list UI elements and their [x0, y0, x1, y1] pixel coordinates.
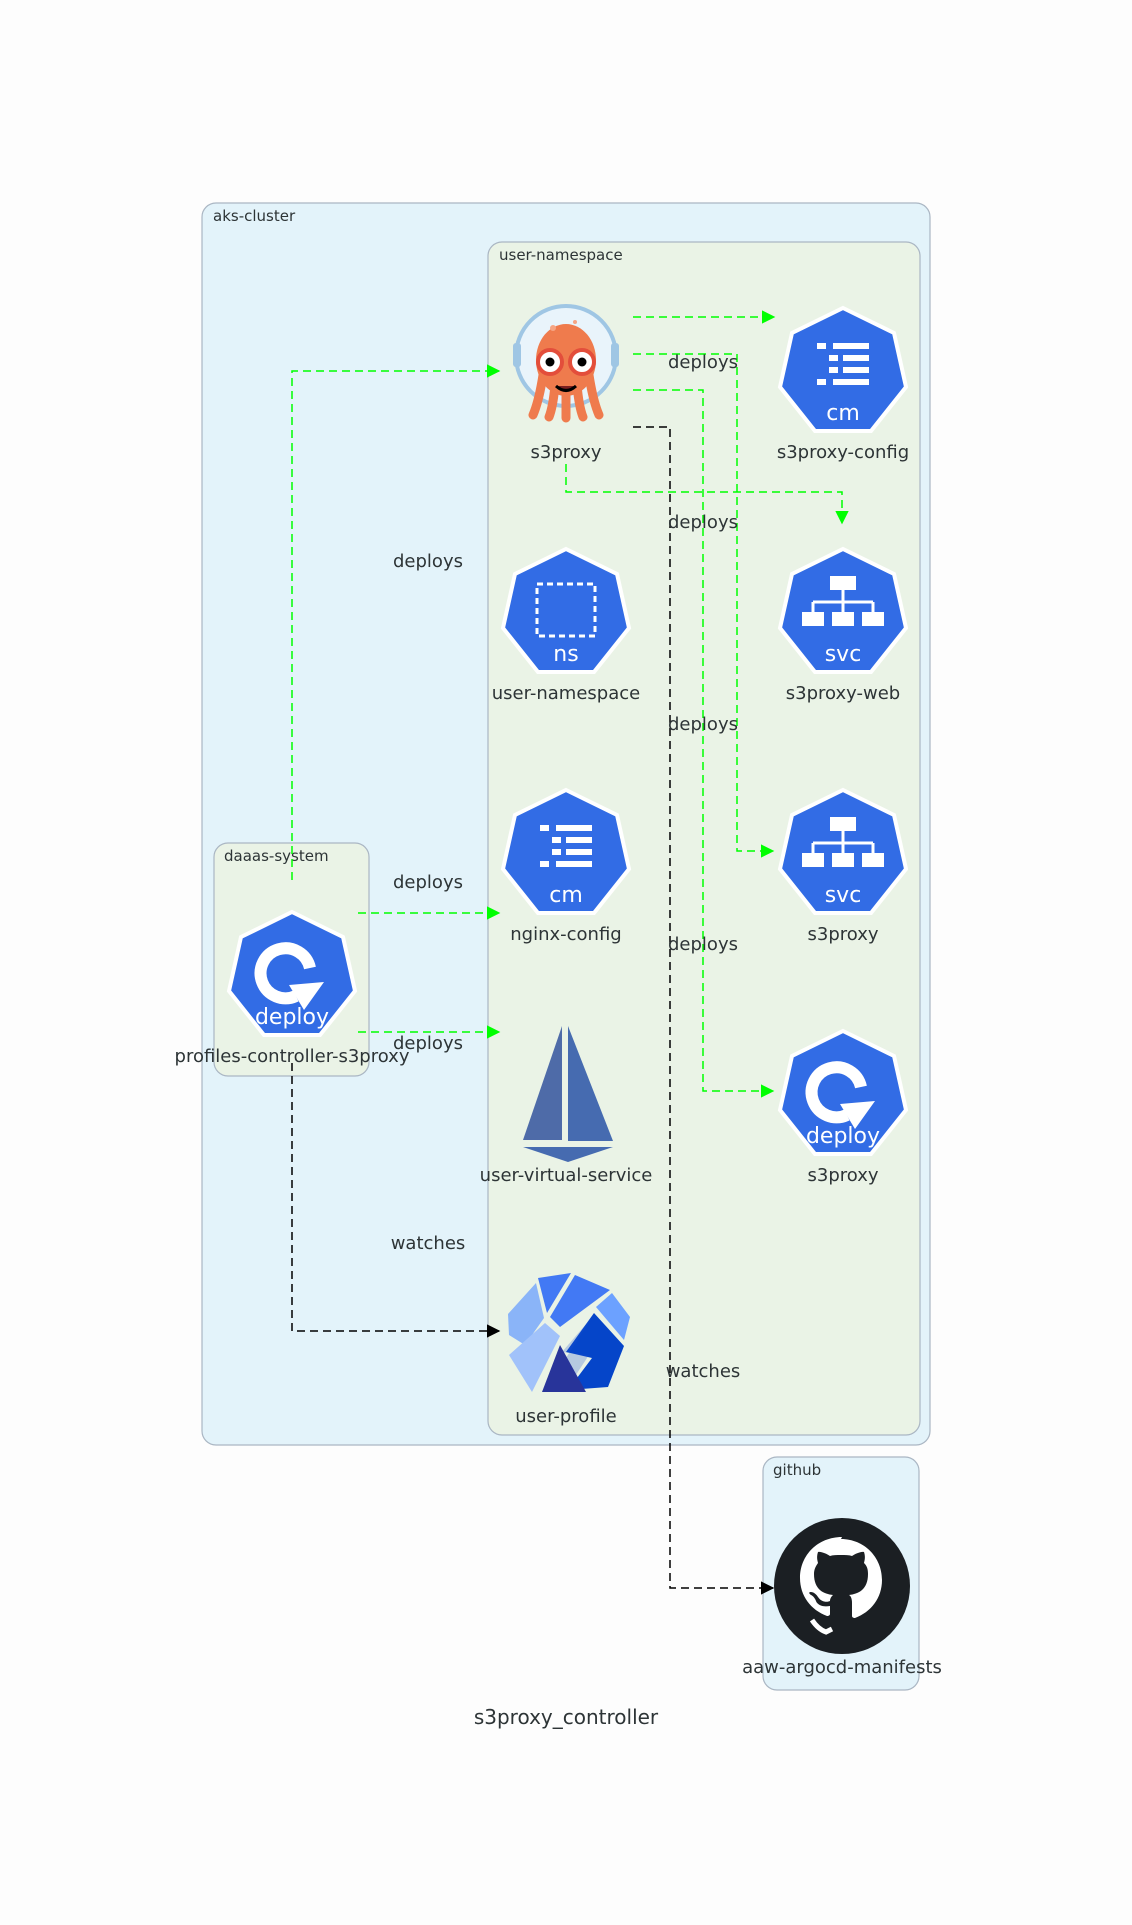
- edge-argo-to-deploy-s3proxy: [633, 389, 775, 1098]
- configmap-s3proxy-config-node[interactable]: cm s3proxy-config: [777, 306, 909, 463]
- service-icon: svc: [778, 788, 908, 915]
- deployment-s3proxy-node[interactable]: deploy s3proxy: [778, 1029, 908, 1186]
- service-s3proxy-label: s3proxy: [807, 924, 878, 945]
- configmap-s3proxy-config-label: s3proxy-config: [777, 442, 909, 463]
- namespace-icon: ns: [501, 547, 631, 674]
- svg-text:svc: svc: [825, 883, 862, 908]
- edge-label-deploys-5: deploys: [393, 872, 463, 893]
- deployment-s3proxy-label: s3proxy: [807, 1165, 878, 1186]
- istio-virtual-service-node[interactable]: user-virtual-service: [480, 1026, 653, 1186]
- argo-node[interactable]: s3proxy: [513, 304, 619, 463]
- configmap-nginx-config-node[interactable]: cm nginx-config: [501, 788, 631, 945]
- namespace-user-namespace-node[interactable]: ns user-namespace: [492, 547, 640, 704]
- deployment-icon: deploy: [778, 1029, 908, 1156]
- edge-argo-watches-github: [633, 426, 775, 1595]
- configmap-icon: cm: [501, 788, 631, 915]
- service-icon: svc: [778, 547, 908, 674]
- edge-controller-to-argo: [291, 364, 501, 880]
- edge-label-watches-2: watches: [666, 1361, 741, 1382]
- namespace-user-namespace-label: user-namespace: [492, 683, 640, 704]
- svg-text:cm: cm: [549, 883, 583, 908]
- svg-text:cm: cm: [826, 401, 860, 426]
- edge-label-deploys-2: deploys: [668, 512, 738, 533]
- edge-label-deploys-4: deploys: [668, 714, 738, 735]
- edge-label-deploys-1: deploys: [668, 352, 738, 373]
- edge-argo-to-svc-s3proxy: [633, 353, 775, 858]
- service-s3proxy-web-node[interactable]: svc s3proxy-web: [778, 547, 908, 704]
- deployment-icon: deploy: [227, 910, 357, 1037]
- edge-label-deploys-3: deploys: [393, 551, 463, 572]
- kubeflow-profile-node[interactable]: user-profile: [508, 1273, 630, 1427]
- svg-text:deploy: deploy: [255, 1005, 329, 1030]
- edge-label-watches-1: watches: [391, 1233, 466, 1254]
- kubeflow-profile-label: user-profile: [515, 1406, 616, 1427]
- svg-text:ns: ns: [553, 642, 578, 667]
- service-s3proxy-web-label: s3proxy-web: [786, 683, 900, 704]
- service-s3proxy-node[interactable]: svc s3proxy: [778, 788, 908, 945]
- edge-argo-to-svc-web: [565, 464, 849, 525]
- svg-text:deploy: deploy: [806, 1124, 880, 1149]
- istio-virtual-service-label: user-virtual-service: [480, 1165, 653, 1186]
- argo-node-label: s3proxy: [530, 442, 601, 463]
- deployment-profiles-controller-label: profiles-controller-s3proxy: [175, 1046, 410, 1067]
- configmap-icon: cm: [778, 306, 908, 433]
- github-repo-node[interactable]: aaw-argocd-manifests: [742, 1518, 942, 1678]
- svg-text:svc: svc: [825, 642, 862, 667]
- deployment-profiles-controller-node[interactable]: deploy profiles-controller-s3proxy: [175, 910, 410, 1067]
- edge-controller-watches-profile: [291, 1063, 501, 1338]
- github-icon: [774, 1518, 910, 1654]
- cluster-github-label: github: [773, 1461, 821, 1479]
- github-repo-label: aaw-argocd-manifests: [742, 1657, 942, 1678]
- argocd-octopus-icon: [513, 304, 619, 423]
- cluster-user-namespace-label: user-namespace: [499, 246, 623, 264]
- edge-label-deploys-6: deploys: [668, 934, 738, 955]
- diagram-title: s3proxy_controller: [474, 1705, 659, 1729]
- configmap-nginx-config-label: nginx-config: [510, 924, 621, 945]
- cluster-aks-label: aks-cluster: [213, 207, 296, 225]
- istio-sail-icon: [523, 1026, 613, 1162]
- edge-label-deploys-7: deploys: [393, 1033, 463, 1054]
- kubeflow-icon: [508, 1273, 630, 1392]
- cluster-daaas-label: daaas-system: [224, 847, 329, 865]
